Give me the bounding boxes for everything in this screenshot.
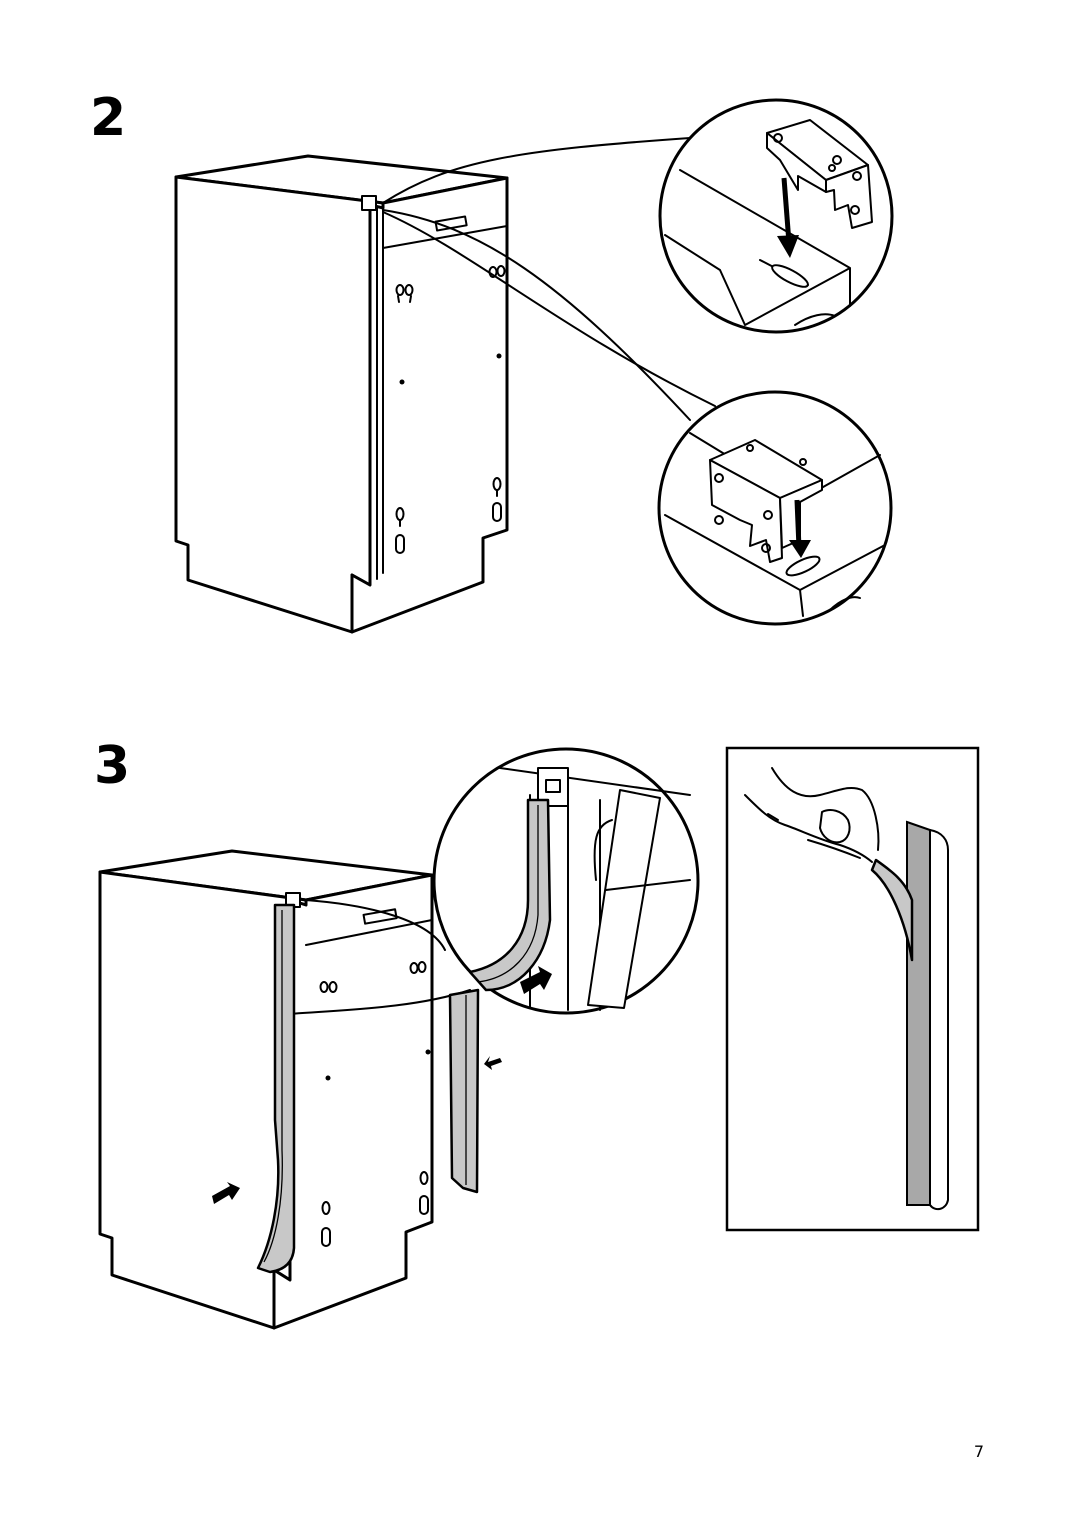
step-2-detail-bracket-top (658, 98, 894, 334)
step-3-number: 3 (94, 736, 131, 796)
step-3-dishwasher-illustration (98, 849, 502, 1330)
page-number: 7 (973, 1442, 984, 1461)
step-2-detail-bracket-side (657, 390, 893, 626)
step-3-detail-seal-closeup (432, 747, 700, 1015)
keyhole-slots (395, 265, 506, 554)
step-2-dishwasher-illustration (174, 137, 716, 634)
step-3-detail-peel-backing (725, 746, 980, 1232)
step-2-number: 2 (90, 88, 127, 148)
